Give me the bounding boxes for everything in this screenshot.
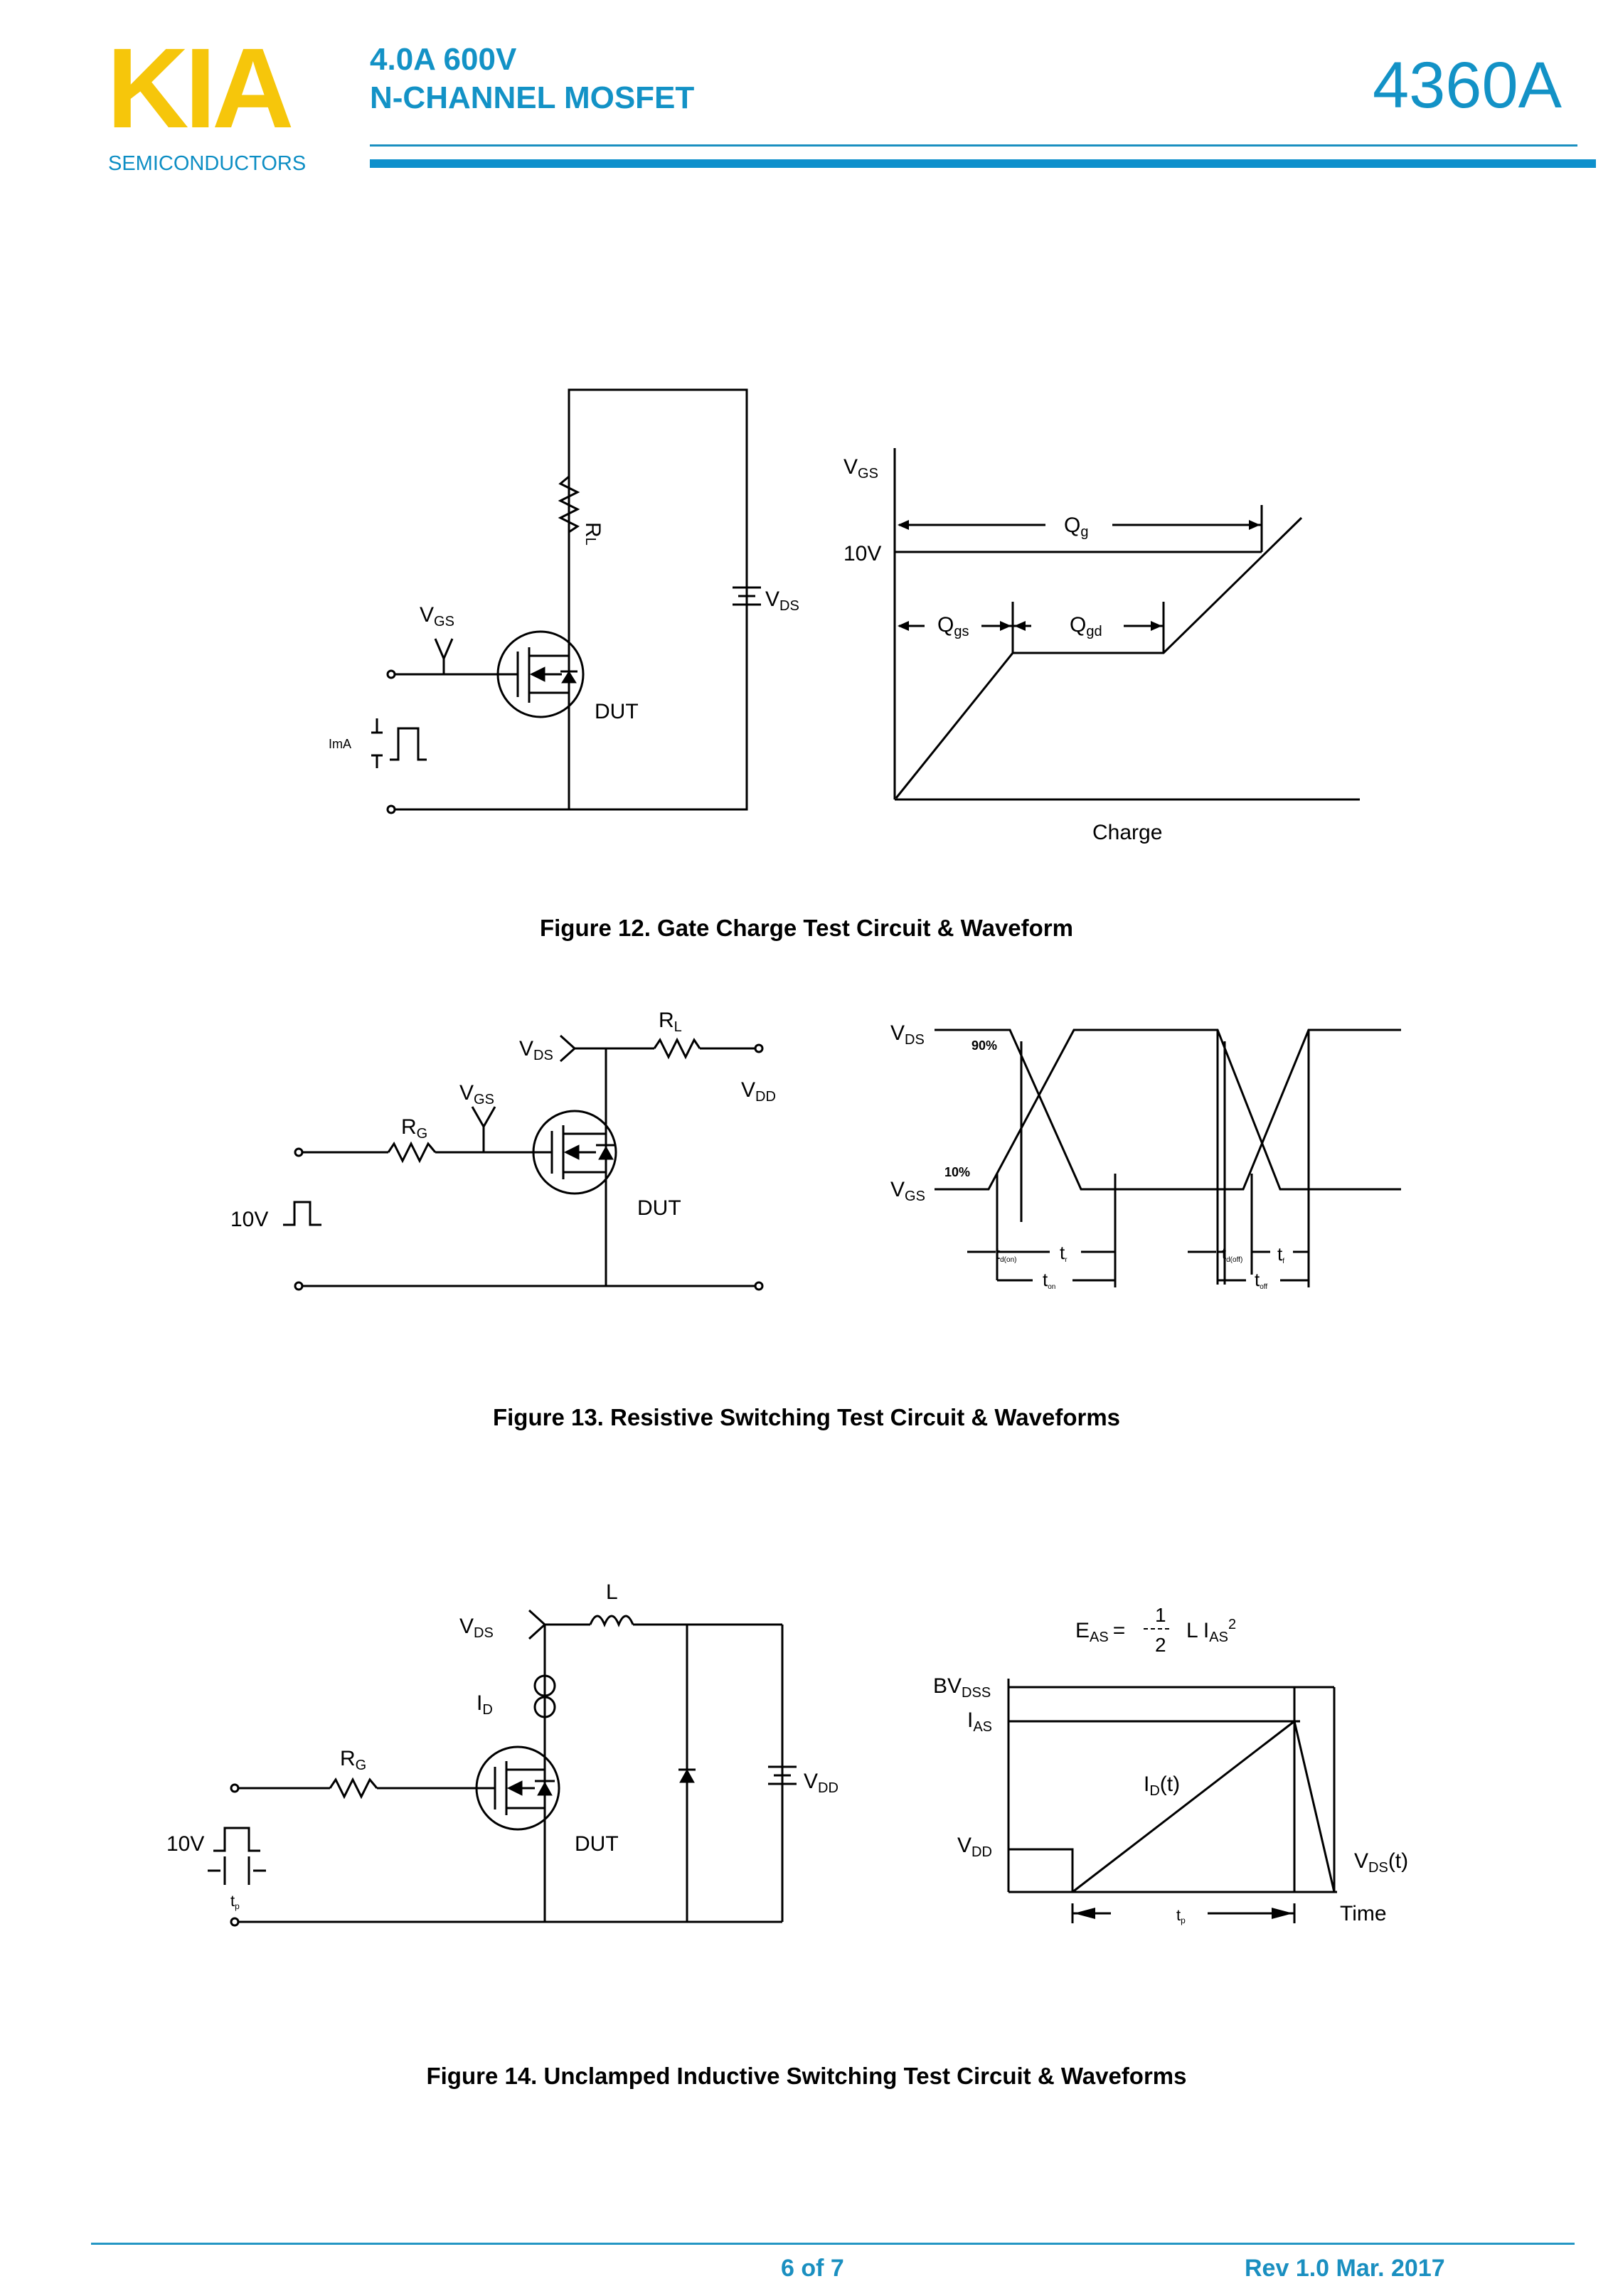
fig12-waveform [893,448,1360,801]
fig13-10pct-label: 10% [944,1165,970,1179]
fig14-wave-vdd-label: VDD [957,1834,992,1860]
fig13-ton-label: ton [1043,1269,1055,1291]
product-type: N-CHANNEL MOSFET [370,80,695,115]
page-number: 6 of 7 [781,2255,844,2282]
svg-text:EAS=: EAS= [1075,1619,1125,1645]
fig14-wave-tp-label: tp [1176,1906,1186,1925]
company-logo-subtext: SEMICONDUCTORS [108,152,307,175]
fig14-waveform [1007,1679,1337,1923]
footer-divider [91,2243,1575,2245]
product-rating: 4.0A 600V [370,42,517,77]
fig13-toff-label: toff [1255,1269,1267,1291]
fig14-bvdss-label: BVDSS [933,1674,991,1701]
fig13-tf-label: tf [1277,1243,1284,1265]
fig12-axis-x-label: Charge [1092,821,1162,844]
fig14-labels: VDS L ID RG 10V tp DUT VDD EAS= 1 2 L IA… [166,1580,1408,1925]
fig12-rl-label: RL [581,522,605,546]
fig14-time-label: Time [1340,1902,1387,1925]
fig14-dut-label: DUT [575,1832,619,1856]
fig13-vgs-label: VGS [459,1081,494,1107]
svg-text:1: 1 [1155,1604,1166,1626]
header-divider-thick [370,159,1596,168]
fig12-circuit [371,388,761,814]
fig14-vdd-label: VDD [804,1770,839,1796]
company-logo: KIA [107,24,294,152]
fig12-axis-y-label: VGS [843,455,878,482]
fig14-rg-label: RG [340,1747,366,1773]
fig13-circuit [283,1034,764,1291]
fig13-pulse-label: 10V [230,1208,268,1231]
fig12-10v-label: 10V [843,542,881,565]
fig12-qg-label: Qg [1064,514,1088,540]
fig12-labels: RL VGS VDS DUT ImA VGS 10V Qg Qgs Qgd Ch… [329,455,1162,844]
fig13-tdon-label: td(on) [996,1245,1016,1264]
fig13-tr-label: tr [1060,1242,1068,1264]
header-divider-thin [370,144,1577,147]
fig12-ima-label: ImA [329,737,351,751]
fig12-qgs-label: Qgs [937,613,969,639]
fig13-tdoff-label: td(off) [1222,1245,1242,1264]
fig14-ias-label: IAS [967,1708,992,1735]
revision-date: Rev 1.0 Mar. 2017 [1245,2255,1445,2282]
fig13-rl-label: RL [659,1009,682,1035]
part-number: 4360A [1372,49,1562,122]
fig14-vds-label: VDS [459,1615,494,1641]
fig13-labels: VDS RL VDD VGS RG 10V DUT VDS VGS 90% 10… [230,1009,1284,1291]
fig14-l-label: L [606,1580,618,1604]
fig12-caption: Figure 12. Gate Charge Test Circuit & Wa… [539,915,1073,941]
fig13-wave-vgs-label: VGS [890,1178,925,1204]
svg-text:L IAS2: L IAS2 [1186,1617,1236,1645]
fig14-energy-equation: EAS= 1 2 L IAS2 [1075,1604,1236,1656]
fig13-vdd-label: VDD [741,1078,776,1105]
fig14-idt-label: ID(t) [1144,1773,1180,1799]
fig14-id-label: ID [477,1691,493,1718]
fig12-vds-label: VDS [765,588,799,614]
fig13-rg-label: RG [401,1115,427,1142]
fig14-circuit [208,1609,797,1927]
fig14-vdst-label: VDS(t) [1354,1849,1408,1876]
fig13-wave-vds-label: VDS [890,1021,925,1048]
fig12-vgs-label: VGS [420,603,454,629]
fig13-90pct-label: 90% [971,1038,997,1053]
fig14-caption: Figure 14. Unclamped Inductive Switching… [426,2063,1187,2089]
fig14-tp-label: tp [230,1892,240,1911]
fig13-dut-label: DUT [637,1196,681,1220]
fig12-dut-label: DUT [595,700,639,723]
fig13-waveform [935,1029,1401,1287]
svg-text:2: 2 [1155,1634,1166,1656]
fig14-pulse-label: 10V [166,1832,204,1856]
fig13-caption: Figure 13. Resistive Switching Test Circ… [492,1404,1121,1430]
fig12-qgd-label: Qgd [1070,613,1102,639]
fig13-vds-label: VDS [519,1037,553,1063]
